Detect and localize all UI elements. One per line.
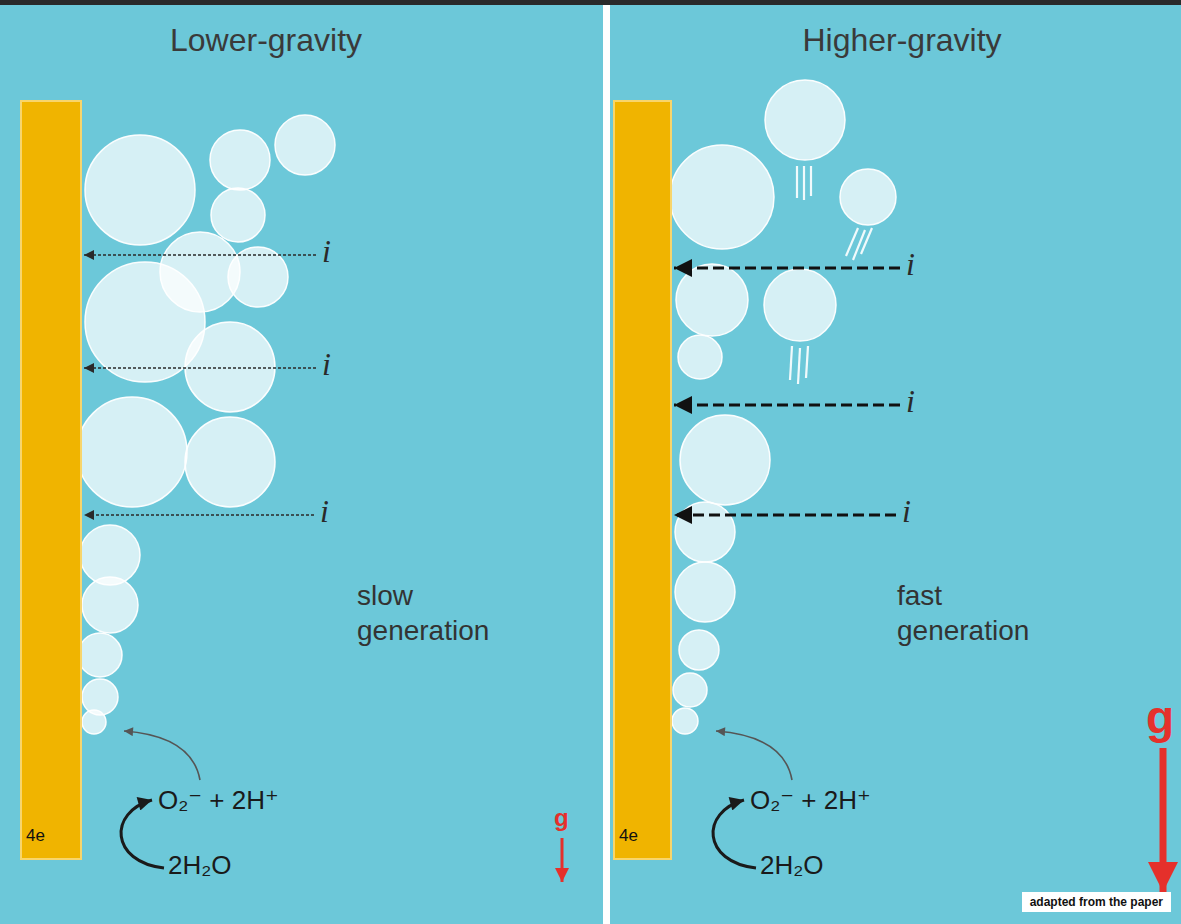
rise-streak — [810, 166, 812, 196]
panel-title: Lower-gravity — [170, 22, 362, 59]
bubble — [675, 502, 735, 562]
gravity-arrow — [561, 838, 564, 882]
reaction-arrow — [713, 800, 756, 868]
gravity-symbol: g — [1146, 690, 1174, 744]
bubble — [80, 525, 140, 585]
panel-title: Higher-gravity — [802, 22, 1001, 59]
bubble — [670, 145, 774, 249]
bubble — [679, 630, 719, 670]
gravity-arrow — [1160, 748, 1167, 892]
electrode: 4e — [20, 100, 82, 860]
bubble — [78, 633, 122, 677]
reaction-reactant: 2H₂O — [760, 850, 824, 881]
bubble — [82, 577, 138, 633]
rate-note: slow generation — [357, 578, 537, 648]
current-arrow — [84, 254, 316, 256]
current-label: i — [902, 495, 911, 527]
rise-streak — [803, 166, 805, 200]
current-arrow — [674, 403, 900, 406]
current-label: i — [322, 235, 331, 267]
current-label: i — [320, 495, 329, 527]
gravity-symbol: g — [554, 804, 569, 832]
bubble — [211, 188, 265, 242]
bubble — [765, 80, 845, 160]
panel-background — [610, 0, 1181, 924]
bubble — [672, 708, 698, 734]
gravity-panel: Lower-gravity 4e — [0, 0, 603, 924]
credit-box: adapted from the paper — [1022, 892, 1171, 912]
rate-note: fast generation — [897, 578, 1077, 648]
reaction-product: O₂⁻ + 2H⁺ — [158, 785, 279, 816]
current-label: i — [322, 348, 331, 380]
reaction-reactant: 2H₂O — [168, 850, 232, 881]
bubble — [77, 397, 187, 507]
bubble — [673, 673, 707, 707]
rise-streak — [861, 228, 872, 254]
current-arrow — [674, 513, 896, 516]
rise-streak — [798, 348, 800, 384]
bubble — [680, 415, 770, 505]
rise-streak — [796, 166, 798, 198]
current-arrow — [84, 514, 314, 516]
current-arrow — [84, 367, 316, 369]
bubble — [678, 335, 722, 379]
top-strip — [0, 0, 1181, 5]
bubble — [675, 562, 735, 622]
bubble — [185, 322, 275, 412]
release-arrow — [716, 731, 792, 780]
bubble — [228, 247, 288, 307]
rise-streak — [806, 346, 808, 378]
electrode: 4e — [613, 100, 672, 860]
bubble — [840, 169, 896, 225]
panel-background — [0, 0, 603, 924]
electron-count: 4e — [26, 826, 45, 846]
bubble — [82, 710, 106, 734]
release-arrow — [124, 731, 200, 780]
reaction-arrow — [121, 800, 164, 868]
reaction-product: O₂⁻ + 2H⁺ — [750, 785, 871, 816]
bubble — [676, 264, 748, 336]
bubble — [85, 135, 195, 245]
current-label: i — [906, 385, 915, 417]
current-label: i — [906, 248, 915, 280]
gravity-panel: Higher-gravity 4e adapted from the paper — [610, 0, 1181, 924]
rise-streak — [853, 230, 865, 260]
rise-streak — [790, 346, 792, 380]
bubble — [185, 417, 275, 507]
electron-count: 4e — [619, 826, 638, 846]
bubble — [82, 679, 118, 715]
credit-text: adapted from the paper — [1030, 895, 1163, 909]
current-arrow — [674, 266, 900, 269]
bubble — [275, 115, 335, 175]
bubble — [764, 269, 836, 341]
bubble — [210, 130, 270, 190]
